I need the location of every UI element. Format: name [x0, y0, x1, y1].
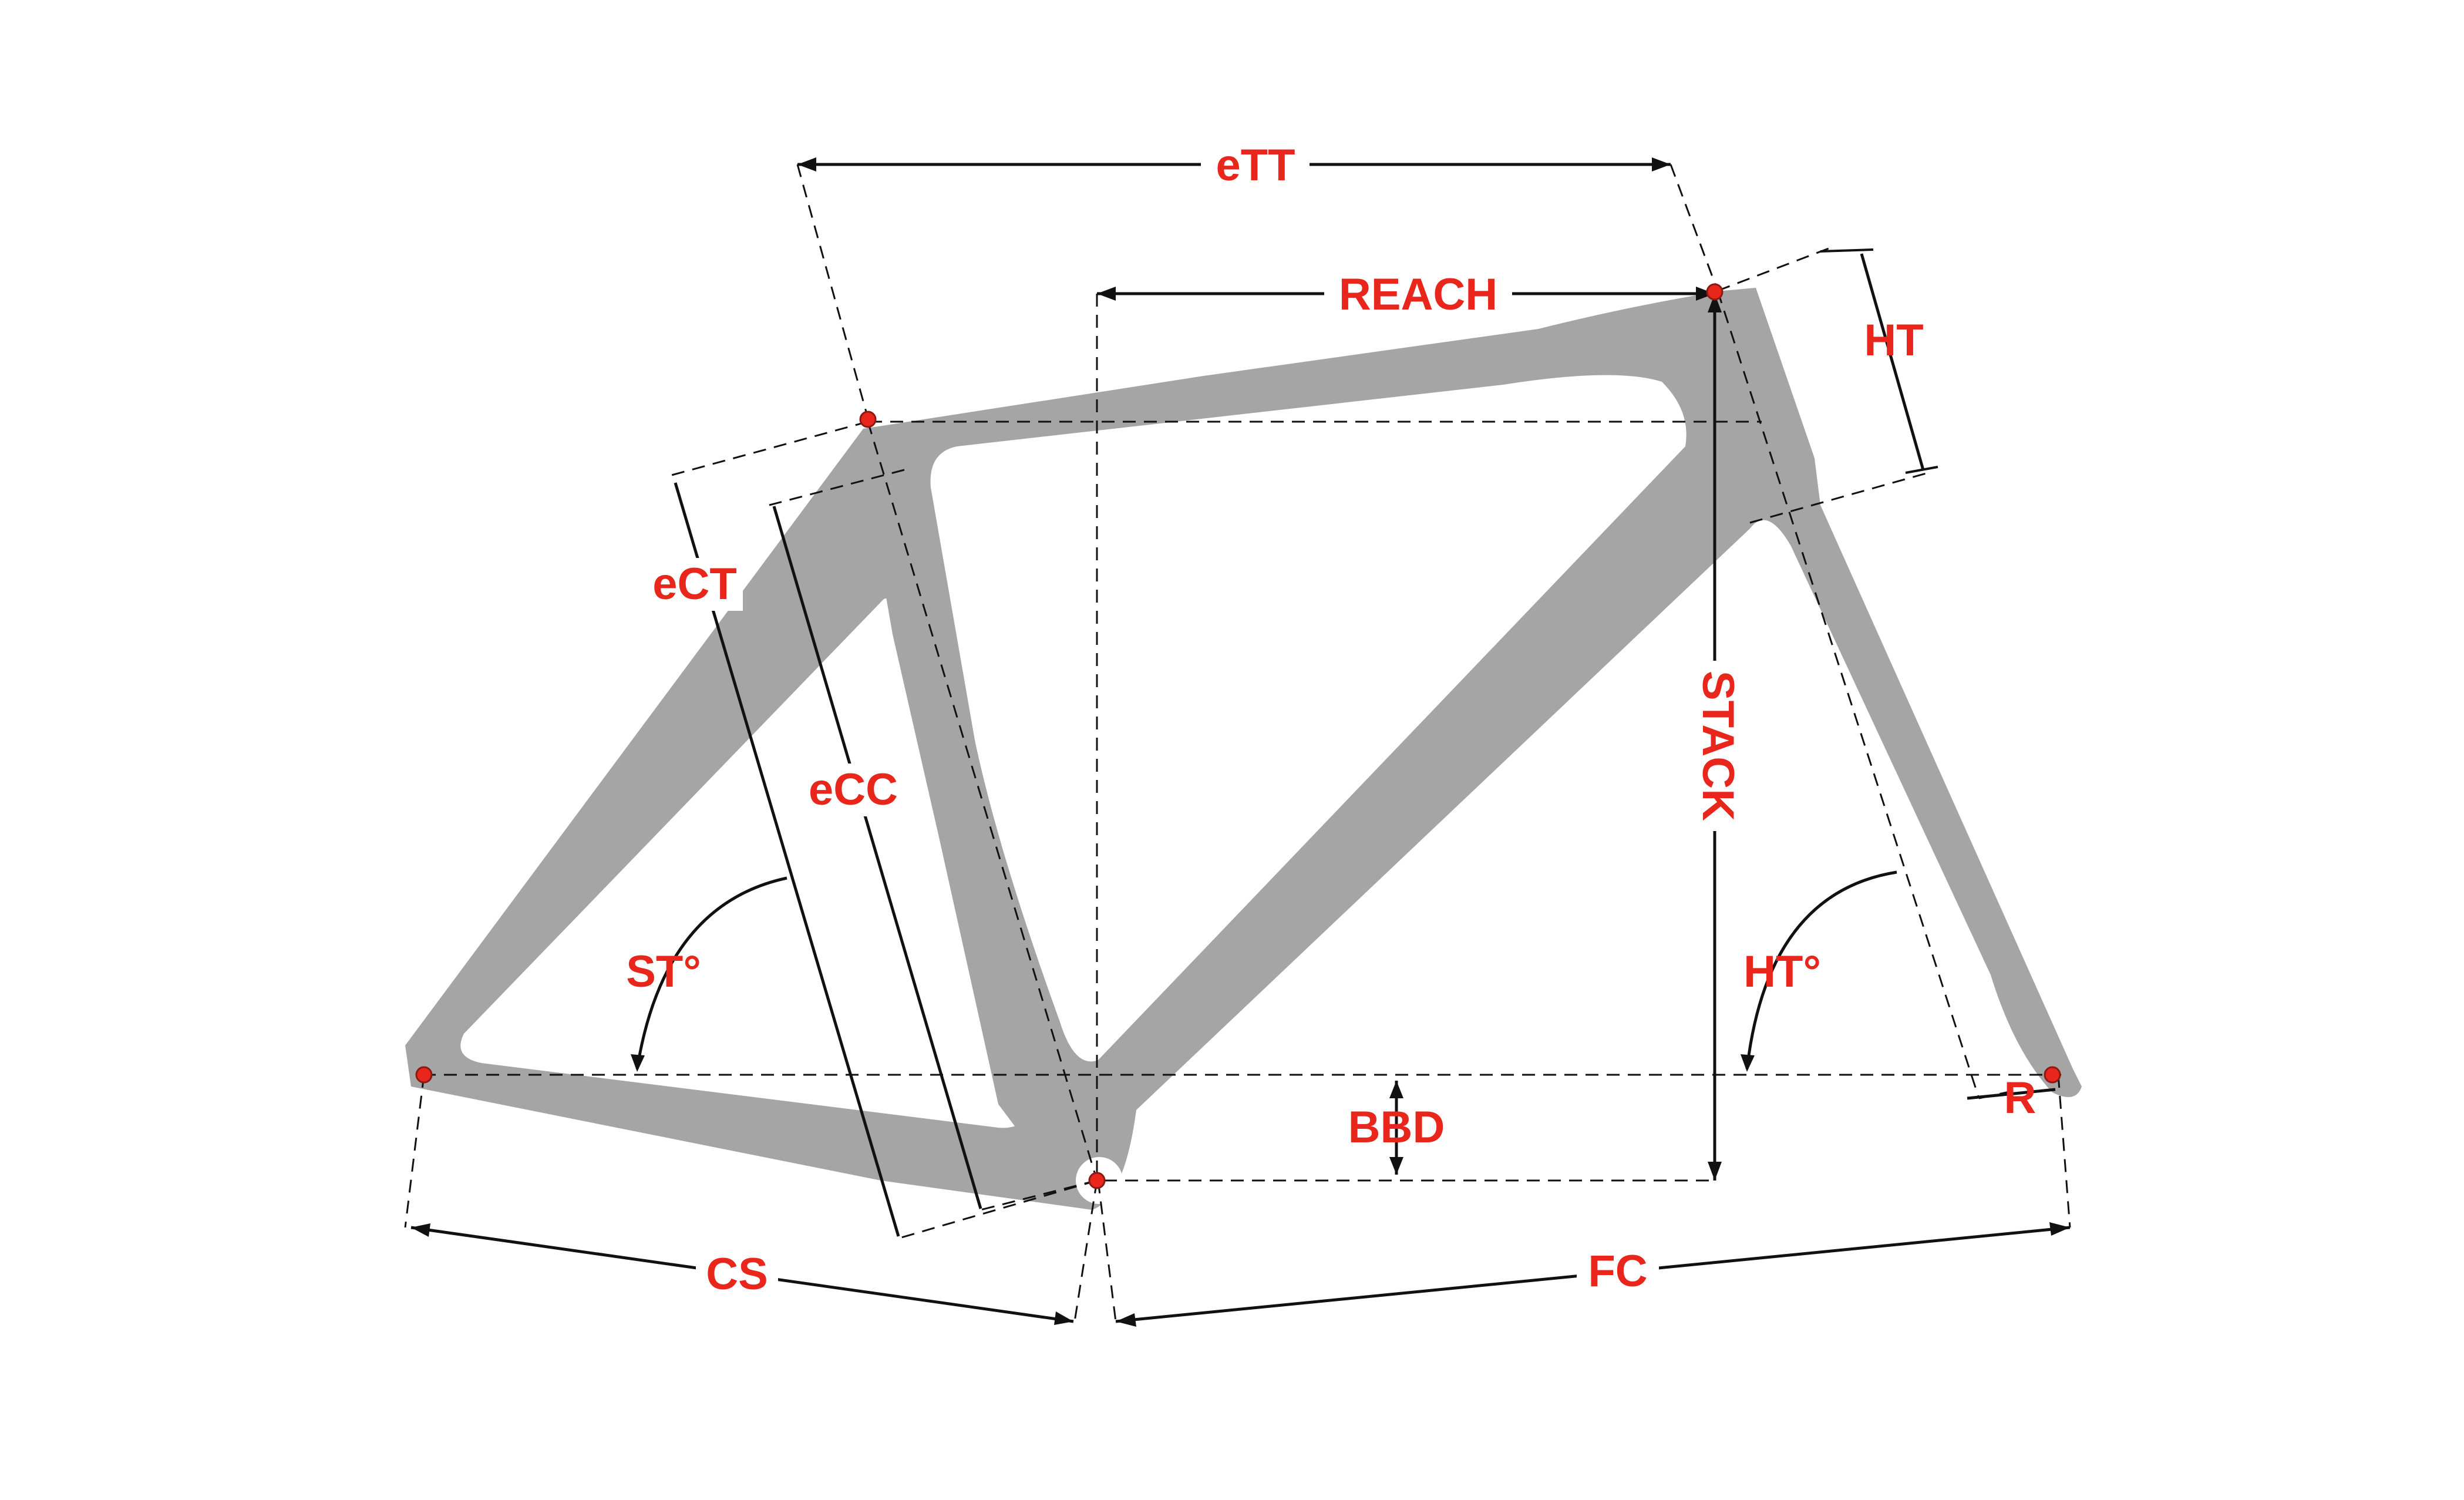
st-angle-arc — [635, 876, 787, 1069]
ect-label: eCT — [652, 559, 737, 609]
ht-label: HT — [1864, 315, 1923, 365]
ecc-dimension — [772, 506, 982, 1209]
reference-lines — [404, 164, 2071, 1322]
ett-label: eTT — [1216, 140, 1295, 190]
seat-tube — [863, 429, 1098, 1175]
bbd-label: BBD — [1348, 1102, 1445, 1152]
ecc-label: eCC — [809, 765, 898, 815]
reach-label: REACH — [1339, 270, 1497, 319]
rear-triangle-opening — [460, 598, 1031, 1128]
bike-frame — [405, 288, 2082, 1210]
dimension-lines — [410, 157, 2071, 1327]
fc-label: FC — [1588, 1246, 1647, 1296]
front-triangle-opening — [930, 375, 1687, 1062]
seat-tube-top-point — [859, 411, 877, 428]
rear-axle-point — [415, 1066, 433, 1084]
key-points — [415, 283, 2061, 1189]
st-angle-label: ST° — [626, 947, 701, 997]
front-axle-point — [2044, 1066, 2061, 1084]
stack-label: STACK — [1693, 671, 1743, 821]
head-tube-top-point — [1706, 283, 1724, 301]
ht-angle-label: HT° — [1743, 947, 1821, 997]
ht-dimension — [1860, 253, 1925, 470]
bottom-bracket-point — [1088, 1172, 1106, 1189]
cs-label: CS — [706, 1249, 768, 1299]
labels: eTT REACH HT eCT eCC STACK ST° HT° BBD R… — [626, 139, 2036, 1301]
ht-angle-arc — [1745, 870, 1897, 1069]
r-label: R — [2004, 1073, 2036, 1123]
